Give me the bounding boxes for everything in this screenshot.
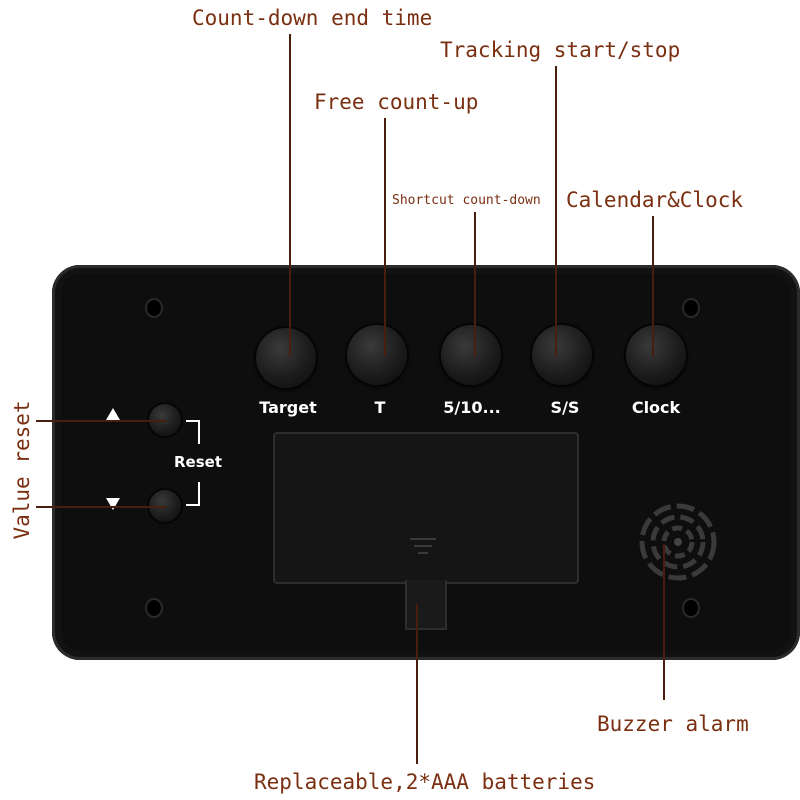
leader-batteries bbox=[416, 604, 418, 764]
t-button-label: T bbox=[374, 398, 386, 417]
leader-value-reset-up bbox=[36, 420, 166, 422]
shortcut-button[interactable] bbox=[441, 325, 501, 385]
label-countdown-end-time: Count-down end time bbox=[192, 6, 433, 30]
battery-tab[interactable] bbox=[405, 580, 447, 630]
leader-shortcut-countdown bbox=[474, 212, 476, 356]
start-stop-button[interactable] bbox=[532, 325, 592, 385]
label-tracking-start-stop: Tracking start/stop bbox=[440, 38, 681, 62]
leader-calendar-clock bbox=[652, 216, 654, 356]
reset-label: Reset bbox=[174, 453, 222, 471]
label-free-count-up: Free count-up bbox=[314, 90, 479, 114]
down-arrow-icon bbox=[106, 498, 120, 510]
screw-top-right bbox=[684, 300, 698, 316]
target-button[interactable] bbox=[256, 328, 316, 388]
clock-button-label: Clock bbox=[631, 398, 681, 417]
leader-tracking-start-stop bbox=[555, 66, 557, 356]
leader-buzzer-alarm bbox=[663, 544, 665, 700]
screw-bottom-left bbox=[147, 600, 161, 616]
leader-free-count-up bbox=[384, 118, 386, 356]
speaker-grille-icon bbox=[639, 503, 717, 581]
label-batteries: Replaceable,2*AAA batteries bbox=[254, 770, 596, 794]
target-button-label: Target bbox=[259, 398, 317, 417]
reset-bracket-bottom bbox=[186, 482, 200, 506]
shortcut-button-label: 5/10... bbox=[443, 398, 501, 417]
leader-value-reset-down bbox=[36, 506, 166, 508]
label-buzzer-alarm: Buzzer alarm bbox=[597, 712, 749, 736]
screw-top-left bbox=[147, 300, 161, 316]
start-stop-button-label: S/S bbox=[550, 398, 580, 417]
battery-grip bbox=[410, 538, 436, 540]
label-calendar-clock: Calendar&Clock bbox=[566, 188, 744, 212]
battery-grip bbox=[418, 552, 428, 554]
reset-bracket-top bbox=[186, 420, 200, 444]
clock-button[interactable] bbox=[626, 325, 686, 385]
label-shortcut-countdown: Shortcut count-down bbox=[392, 193, 541, 208]
up-arrow-icon bbox=[106, 408, 120, 420]
t-button[interactable] bbox=[347, 325, 407, 385]
leader-countdown-end-time bbox=[289, 34, 291, 356]
label-value-reset: Value reset bbox=[10, 400, 34, 540]
battery-grip bbox=[414, 545, 432, 547]
battery-cover[interactable] bbox=[273, 432, 579, 584]
screw-bottom-right bbox=[684, 600, 698, 616]
